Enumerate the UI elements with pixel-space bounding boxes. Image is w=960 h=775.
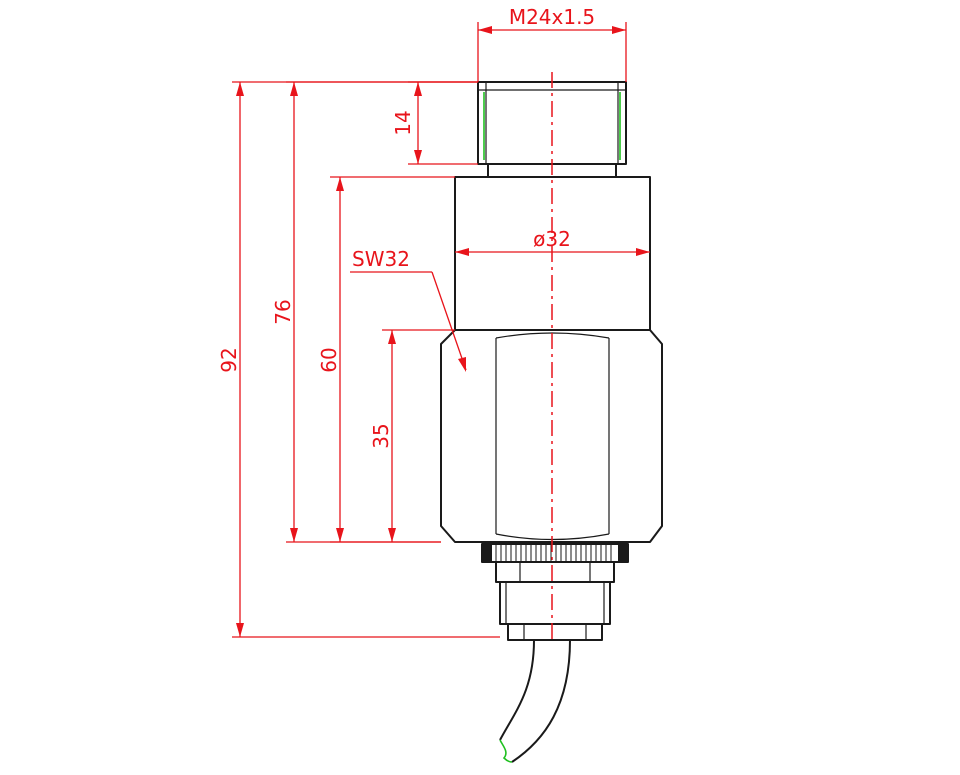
wrench-size-label: SW32 — [352, 247, 410, 271]
length-14-label: 14 — [391, 110, 415, 135]
dimension-diameter: ø32 — [455, 227, 650, 256]
wrench-size-callout: SW32 — [350, 247, 467, 372]
dimension-35: 35 — [369, 329, 455, 542]
hex-length-label: 35 — [369, 423, 393, 448]
dimension-92: 92 — [217, 81, 500, 638]
length-60-label: 60 — [317, 347, 341, 372]
dimension-60: 60 — [317, 176, 455, 543]
diameter-label: ø32 — [533, 227, 571, 251]
cable — [499, 639, 571, 763]
connector-stack — [495, 561, 615, 641]
dimension-14: 14 — [391, 81, 478, 165]
dimension-76: 76 — [271, 81, 478, 543]
dimension-thread: M24x1.5 — [477, 5, 627, 82]
length-76-label: 76 — [271, 299, 295, 324]
thread-label: M24x1.5 — [509, 5, 595, 29]
total-length-label: 92 — [217, 347, 241, 372]
knurled-ring — [481, 543, 629, 563]
